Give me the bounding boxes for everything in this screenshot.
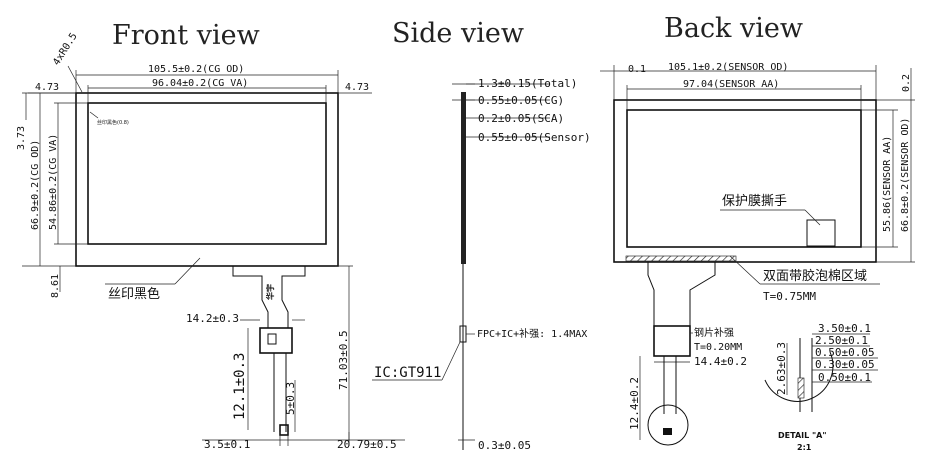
detail-title: DETAIL "A" bbox=[778, 431, 827, 440]
back-fpc-outline bbox=[647, 262, 716, 326]
front-left-margin: 4.73 bbox=[35, 82, 59, 93]
front-tail-width: 3.5±0.1 bbox=[204, 438, 250, 451]
back-sensor-aa bbox=[626, 109, 862, 248]
front-fpc-brand: 华宇 bbox=[265, 284, 275, 300]
back-edge-right: 0.2 bbox=[901, 74, 912, 92]
front-connector-small: 5±0.3 bbox=[284, 382, 297, 415]
front-corner-radius: 4xR0.5 bbox=[51, 31, 79, 67]
back-peel-tab bbox=[806, 219, 836, 247]
back-tab-label: 保护膜撕手 bbox=[722, 194, 787, 209]
detail-scale: 2:1 bbox=[797, 443, 812, 452]
front-view: 105.5±0.2(CG OD) 96.04±0.2(CG VA) 4.73 4… bbox=[16, 31, 405, 451]
front-glass-outline bbox=[75, 92, 339, 267]
back-detail-circle bbox=[647, 404, 689, 446]
back-foam-thickness: T=0.75MM bbox=[763, 290, 816, 303]
back-sensor-od: 105.1±0.2(SENSOR OD) bbox=[668, 62, 788, 73]
back-edge-left: 0.1 bbox=[628, 64, 646, 75]
front-silk-label: 丝印黑色 bbox=[108, 286, 160, 302]
side-sca-thickness: 0.2±0.05(SCA) bbox=[478, 112, 564, 125]
side-view-title: Side view bbox=[392, 18, 524, 49]
front-tiny-note: 丝印黑色(0.8) bbox=[97, 119, 129, 126]
back-sensor-aa-width: 97.04(SENSOR AA) bbox=[683, 79, 779, 90]
side-cg-thickness: 0.55±0.05(CG) bbox=[478, 94, 564, 107]
front-fpc-outline bbox=[232, 266, 306, 328]
back-height-aa: 55.86(SENSOR AA) bbox=[882, 136, 893, 232]
back-height-od: 66.8±0.2(SENSOR OD) bbox=[900, 118, 911, 232]
detail-d2: 2.50±0.1 bbox=[815, 334, 868, 347]
side-fpc-thickness: 0.3±0.05 bbox=[478, 439, 531, 452]
back-tail-length: 12.4±0.2 bbox=[628, 377, 641, 430]
detail-height: 2.63±0.3 bbox=[775, 342, 788, 395]
front-view-area bbox=[87, 102, 327, 245]
back-steel-width: 14.4±0.2 bbox=[694, 355, 747, 368]
front-connector bbox=[259, 327, 293, 354]
front-height-va: 54.86±0.2(CG VA) bbox=[48, 134, 59, 230]
side-total-thickness: 1.3±0.15(Total) bbox=[478, 77, 577, 90]
detail-d1: 3.50±0.1 bbox=[818, 322, 871, 335]
front-cg-va: 96.04±0.2(CG VA) bbox=[152, 78, 248, 89]
front-cg-od: 105.5±0.2(CG OD) bbox=[148, 64, 244, 75]
front-fpc-width: 14.2±0.3 bbox=[186, 312, 239, 325]
front-tail-length: 71.03±0.5 bbox=[337, 330, 350, 390]
back-steel-label: 钢片补强 bbox=[694, 326, 734, 339]
front-connector-length: 12.1±0.3 bbox=[232, 353, 248, 420]
side-view: 1.3±0.15(Total) 0.55±0.05(CG) 0.2±0.05(S… bbox=[372, 77, 591, 452]
side-fpc-max: FPC+IC+补强: 1.4MAX bbox=[477, 327, 587, 340]
back-foam-label: 双面带胶泡棉区域 bbox=[763, 268, 867, 284]
back-steel-thickness: T=0.20MM bbox=[694, 342, 742, 353]
front-right-margin: 4.73 bbox=[345, 82, 369, 93]
front-top-margin: 3.73 bbox=[16, 126, 27, 150]
detail-d3: 0.50±0.05 bbox=[815, 346, 875, 359]
back-view-title: Back view bbox=[664, 13, 803, 44]
front-bottom-margin: 8.61 bbox=[50, 274, 61, 298]
front-height-od: 66.9±0.2(CG OD) bbox=[30, 140, 41, 230]
front-view-title: Front view bbox=[112, 20, 260, 51]
back-view: 保护膜撕手 双面带胶泡棉区域 T=0.75MM 0.1 105.1±0.2(SE… bbox=[600, 62, 915, 452]
front-tail-offset: 20.79±0.5 bbox=[337, 438, 397, 451]
detail-d4: 0.30±0.05 bbox=[815, 358, 875, 371]
side-sensor-thickness: 0.55±0.05(Sensor) bbox=[478, 131, 591, 144]
back-steel-stiffener bbox=[653, 325, 691, 357]
back-sensor-outline bbox=[613, 99, 877, 263]
side-ic-label: IC:GT911 bbox=[374, 365, 441, 381]
side-panel-profile bbox=[461, 92, 466, 264]
detail-d5: 0.50±0.1 bbox=[818, 371, 871, 384]
